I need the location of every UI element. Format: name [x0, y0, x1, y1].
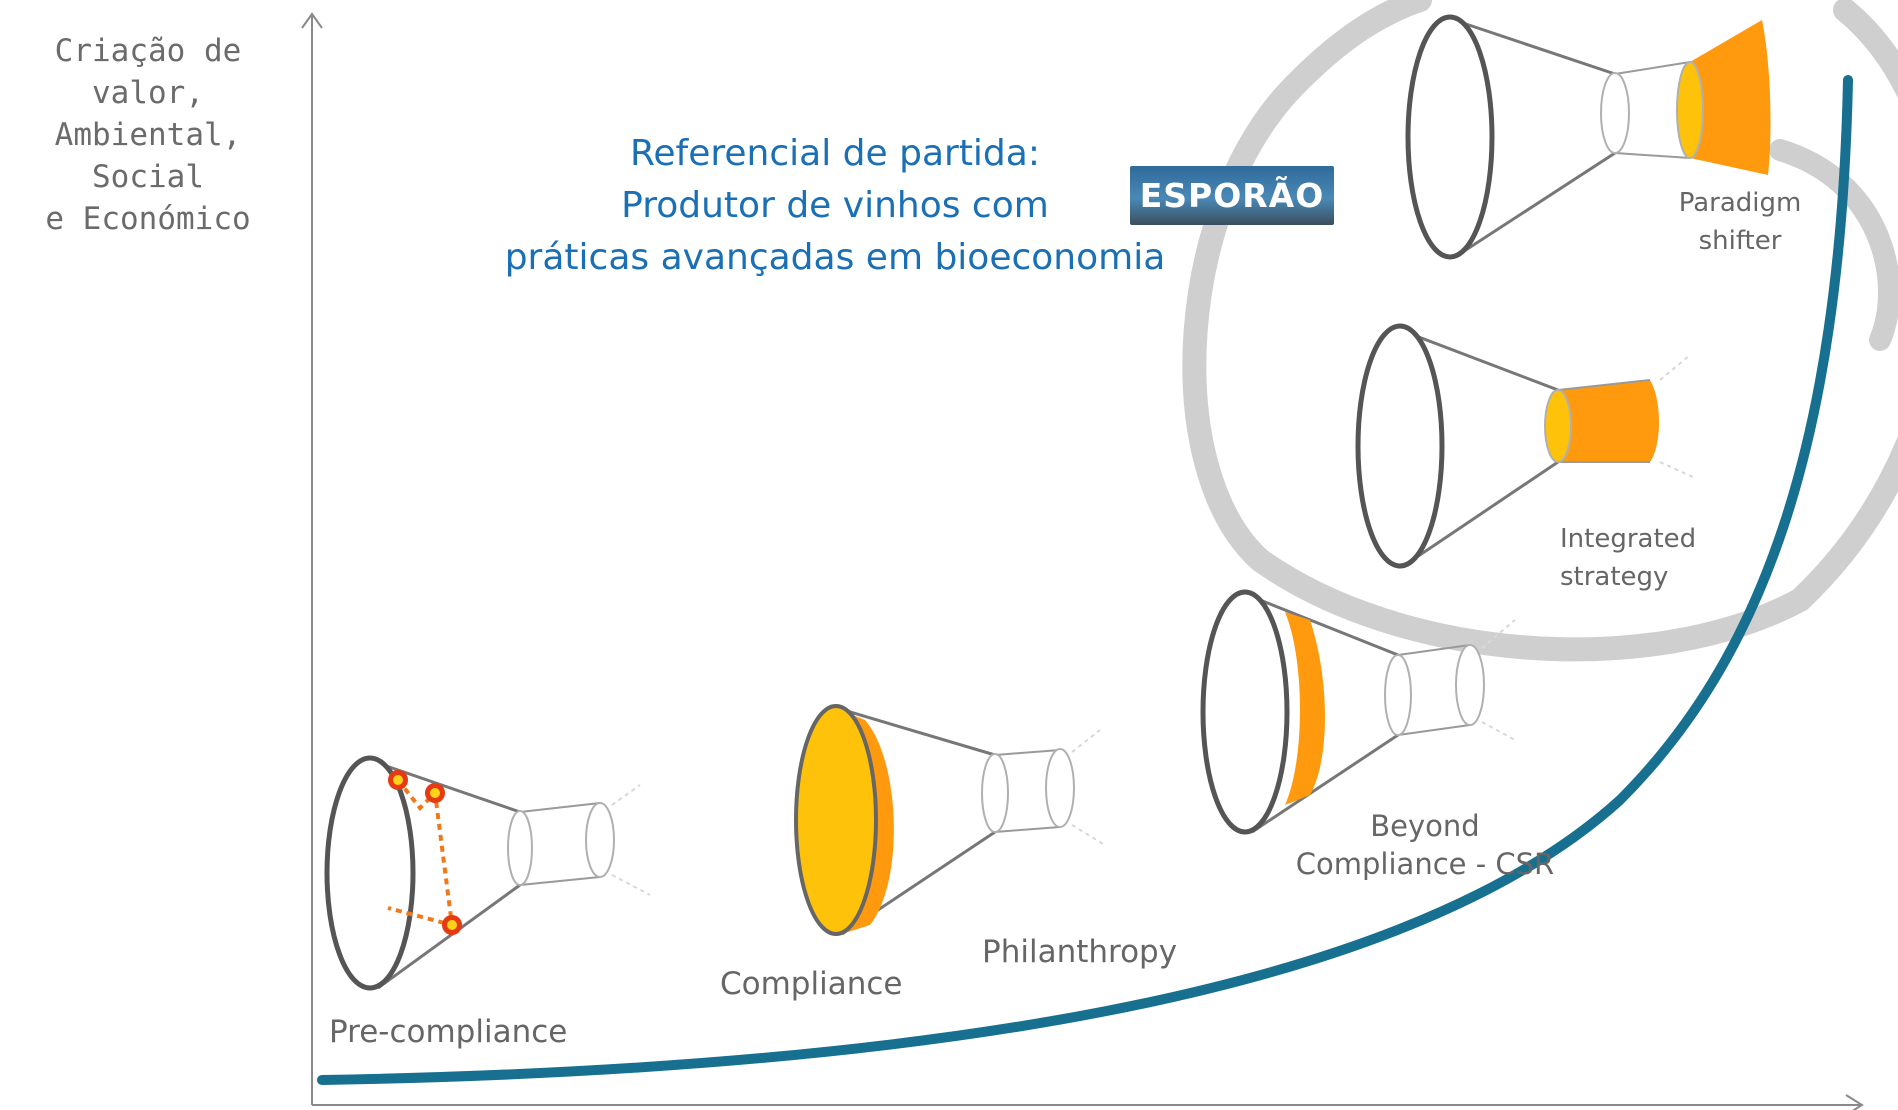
- diagram-title: Referencial de partida: Produtor de vinh…: [470, 128, 1200, 284]
- title-line: Referencial de partida:: [630, 133, 1040, 174]
- funnel-paradigm-shifter: [1405, 14, 1771, 260]
- label-pre-compliance: Pre-compliance: [329, 1014, 568, 1050]
- label-line: Paradigm: [1678, 188, 1802, 218]
- label-line: Beyond: [1370, 809, 1480, 843]
- label-line: Compliance - CSR: [1295, 847, 1555, 881]
- label-paradigm-shifter: Paradigm shifter: [1660, 184, 1820, 260]
- growth-curve: [317, 75, 1853, 1085]
- y-axis-label-line: Ambiental, Social: [54, 117, 242, 195]
- esporao-logo: ESPORÃO: [1130, 166, 1334, 225]
- funnel-beyond-compliance: [1200, 589, 1516, 835]
- title-line: Produtor de vinhos com: [621, 185, 1049, 226]
- funnel-compliance: [794, 704, 1106, 936]
- y-axis-label-line: Criação de valor,: [54, 33, 242, 111]
- label-compliance: Compliance: [720, 966, 903, 1002]
- highlight-ring: [1182, 0, 1898, 662]
- y-axis-arrow: [301, 12, 323, 29]
- label-beyond-compliance: Beyond Compliance - CSR: [1290, 807, 1560, 883]
- label-line: Integrated: [1560, 524, 1697, 554]
- x-axis-arrow: [1845, 1094, 1864, 1110]
- label-philanthropy: Philanthropy: [982, 934, 1178, 970]
- label-line: shifter: [1698, 226, 1782, 256]
- y-axis-label-line: e Económico: [45, 201, 251, 237]
- highlight-ring-inner: [1769, 139, 1898, 351]
- funnel-pre-compliance: [324, 755, 651, 991]
- label-line: strategy: [1560, 562, 1669, 592]
- y-axis-label: Criação de valor, Ambiental, Social e Ec…: [0, 30, 296, 240]
- label-integrated-strategy: Integrated strategy: [1560, 520, 1740, 596]
- title-line: práticas avançadas em bioeconomia: [504, 237, 1166, 278]
- funnel-integrated-strategy: [1355, 323, 1696, 569]
